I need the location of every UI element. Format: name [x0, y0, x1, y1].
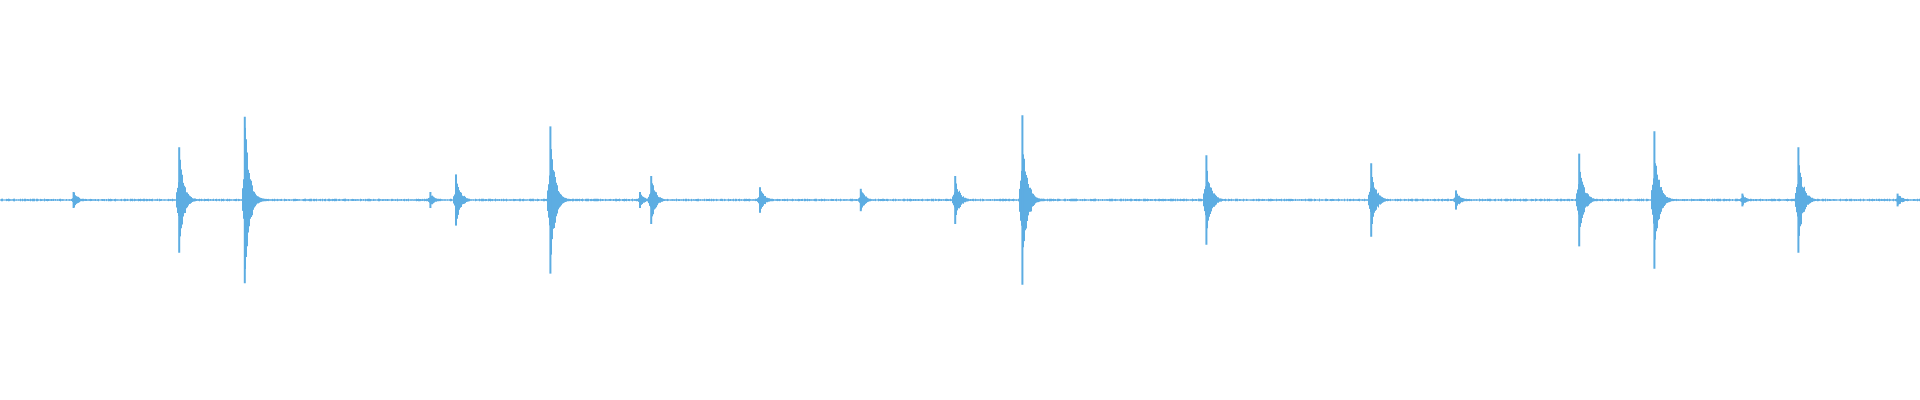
waveform-trace [0, 115, 1920, 285]
